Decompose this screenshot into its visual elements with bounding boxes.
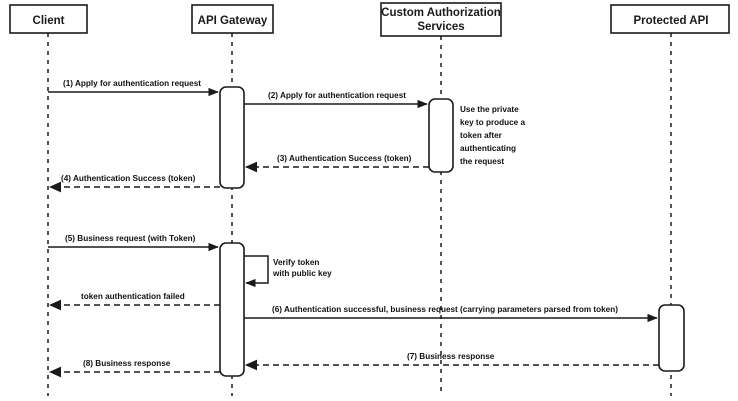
activation-custom-authorization-services <box>428 98 454 173</box>
message-7[interactable]: (7) Business response <box>245 352 659 371</box>
lifeline-group <box>47 33 672 396</box>
message-6[interactable]: (6) Authentication successful, business … <box>244 305 658 323</box>
participant-label-custom-authorization-services-line2: Services <box>417 21 464 33</box>
message-7-label: (7) Business response <box>407 352 495 361</box>
message-4-label: (4) Authentication Success (token) <box>61 174 196 183</box>
participant-label-api-gateway: API Gateway <box>198 15 268 27</box>
participant-client[interactable]: Client <box>9 4 88 34</box>
activation-bar-group <box>219 86 685 377</box>
message-5-label: (5) Business request (with Token) <box>65 234 196 243</box>
note-private-key: Use the private key to produce a token a… <box>460 105 526 166</box>
message-4[interactable]: (4) Authentication Success (token) <box>49 174 220 193</box>
participant-custom-authorization-services[interactable]: Custom Authorization Services <box>380 2 502 37</box>
message-6-label: (6) Authentication successful, business … <box>272 305 618 314</box>
activation-api-gateway-auth <box>219 86 245 189</box>
message-self-verify-token[interactable]: Verify token with public key <box>244 255 332 288</box>
participant-box-api-gateway <box>191 4 274 34</box>
participant-protected-api[interactable]: Protected API <box>610 4 730 34</box>
message-token-authentication-failed[interactable]: token authentication failed <box>49 292 220 311</box>
note-private-key-line-2: key to produce a <box>460 118 526 127</box>
note-private-key-line-3: token after <box>460 131 503 140</box>
participant-api-gateway[interactable]: API Gateway <box>191 4 274 34</box>
note-private-key-line-5: the request <box>460 157 504 166</box>
participant-label-custom-authorization-services-line1: Custom Authorization <box>381 7 501 19</box>
note-private-key-line-1: Use the private <box>460 105 519 114</box>
participant-box-protected-api <box>610 4 730 34</box>
message-5[interactable]: (5) Business request (with Token) <box>48 234 219 252</box>
participant-box-client <box>9 4 88 34</box>
participant-label-client: Client <box>33 15 65 27</box>
note-private-key-line-4: authenticating <box>460 144 516 153</box>
participant-label-protected-api: Protected API <box>634 15 709 27</box>
message-token-authentication-failed-label: token authentication failed <box>81 292 185 301</box>
activation-api-gateway-business <box>219 242 245 377</box>
message-1-label: (1) Apply for authentication request <box>63 79 201 88</box>
message-3[interactable]: (3) Authentication Success (token) <box>245 154 429 173</box>
message-1[interactable]: (1) Apply for authentication request <box>48 79 219 97</box>
participant-box-custom-authorization-services <box>380 2 502 37</box>
message-8[interactable]: (8) Business response <box>49 359 220 378</box>
message-self-verify-token-arrow <box>244 255 269 288</box>
message-self-verify-token-label-line2: with public key <box>272 269 332 278</box>
activation-protected-api <box>658 304 685 372</box>
message-8-label: (8) Business response <box>83 359 171 368</box>
message-2[interactable]: (2) Apply for authentication request <box>244 91 428 109</box>
message-3-label: (3) Authentication Success (token) <box>277 154 412 163</box>
message-self-verify-token-label-line1: Verify token <box>273 258 319 267</box>
message-2-label: (2) Apply for authentication request <box>268 91 406 100</box>
